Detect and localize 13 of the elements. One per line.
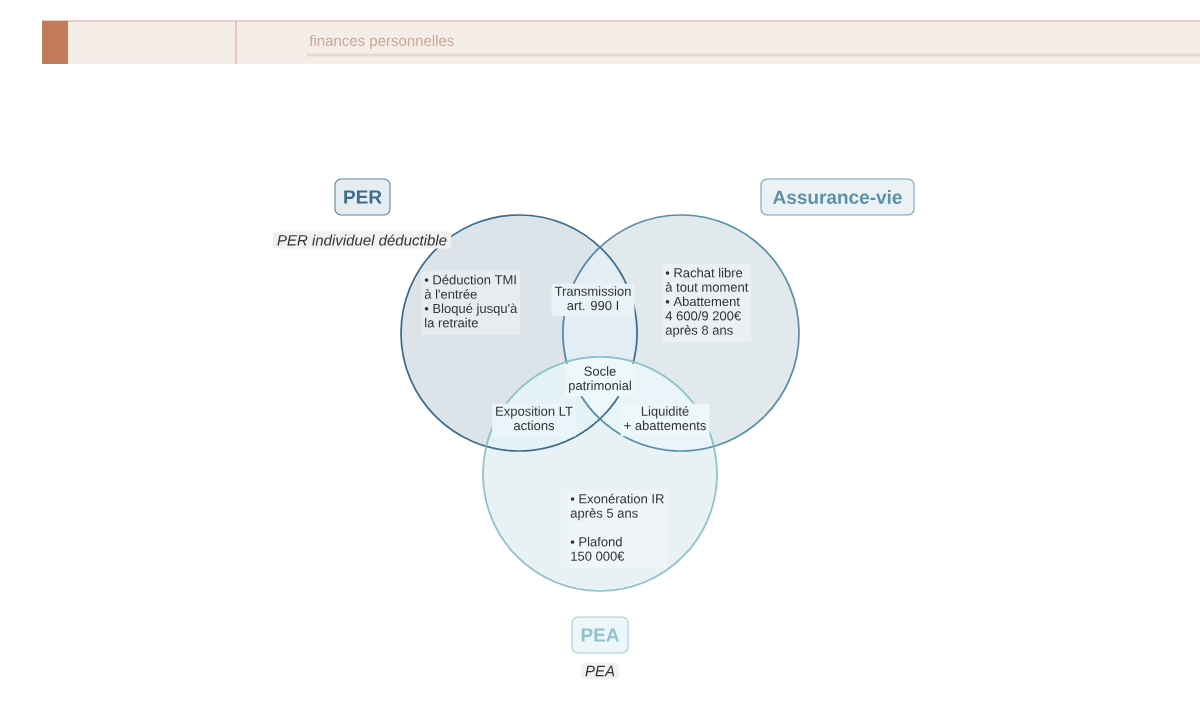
note-chip: PEA (581, 662, 619, 680)
title-box: Assurance-vie (760, 178, 915, 216)
subtitle: finances personnelles (309, 35, 454, 49)
overlap-label: Liquidité + abattements (620, 403, 710, 437)
overlap-label: Exposition LT actions (492, 403, 576, 437)
bullet-list: • Déduction TMI à l'entrée • Bloqué jusqu'à la retraite (421, 271, 521, 335)
overlap-label: Socle patrimonial (565, 363, 635, 397)
note-chip: PER individuel déductible (272, 231, 452, 249)
overlap-label: Transmission art. 990 I (551, 283, 635, 317)
title-box: PEA (571, 616, 629, 654)
title-box: PER (334, 178, 391, 216)
bullet-list: • Exonération IR après 5 ans • Plafond 150 000€ (567, 490, 668, 568)
bullet-list: • Rachat libre à tout moment • Abattement 4 600/9 200€ après 8 ans (662, 264, 752, 342)
